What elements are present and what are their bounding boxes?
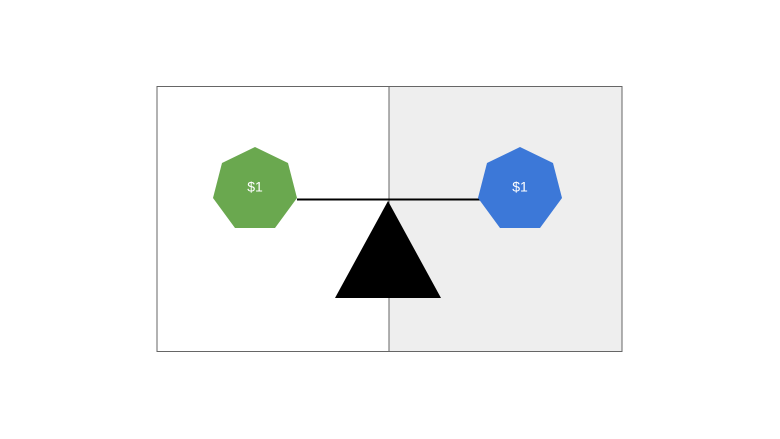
left-item-label: $1: [247, 179, 263, 195]
right-item-label: $1: [512, 179, 528, 195]
left-heptagon: [213, 147, 297, 228]
right-heptagon: [478, 147, 562, 228]
left-item: $1: [213, 147, 297, 228]
right-item: $1: [478, 147, 562, 228]
fulcrum-triangle: [335, 201, 441, 298]
